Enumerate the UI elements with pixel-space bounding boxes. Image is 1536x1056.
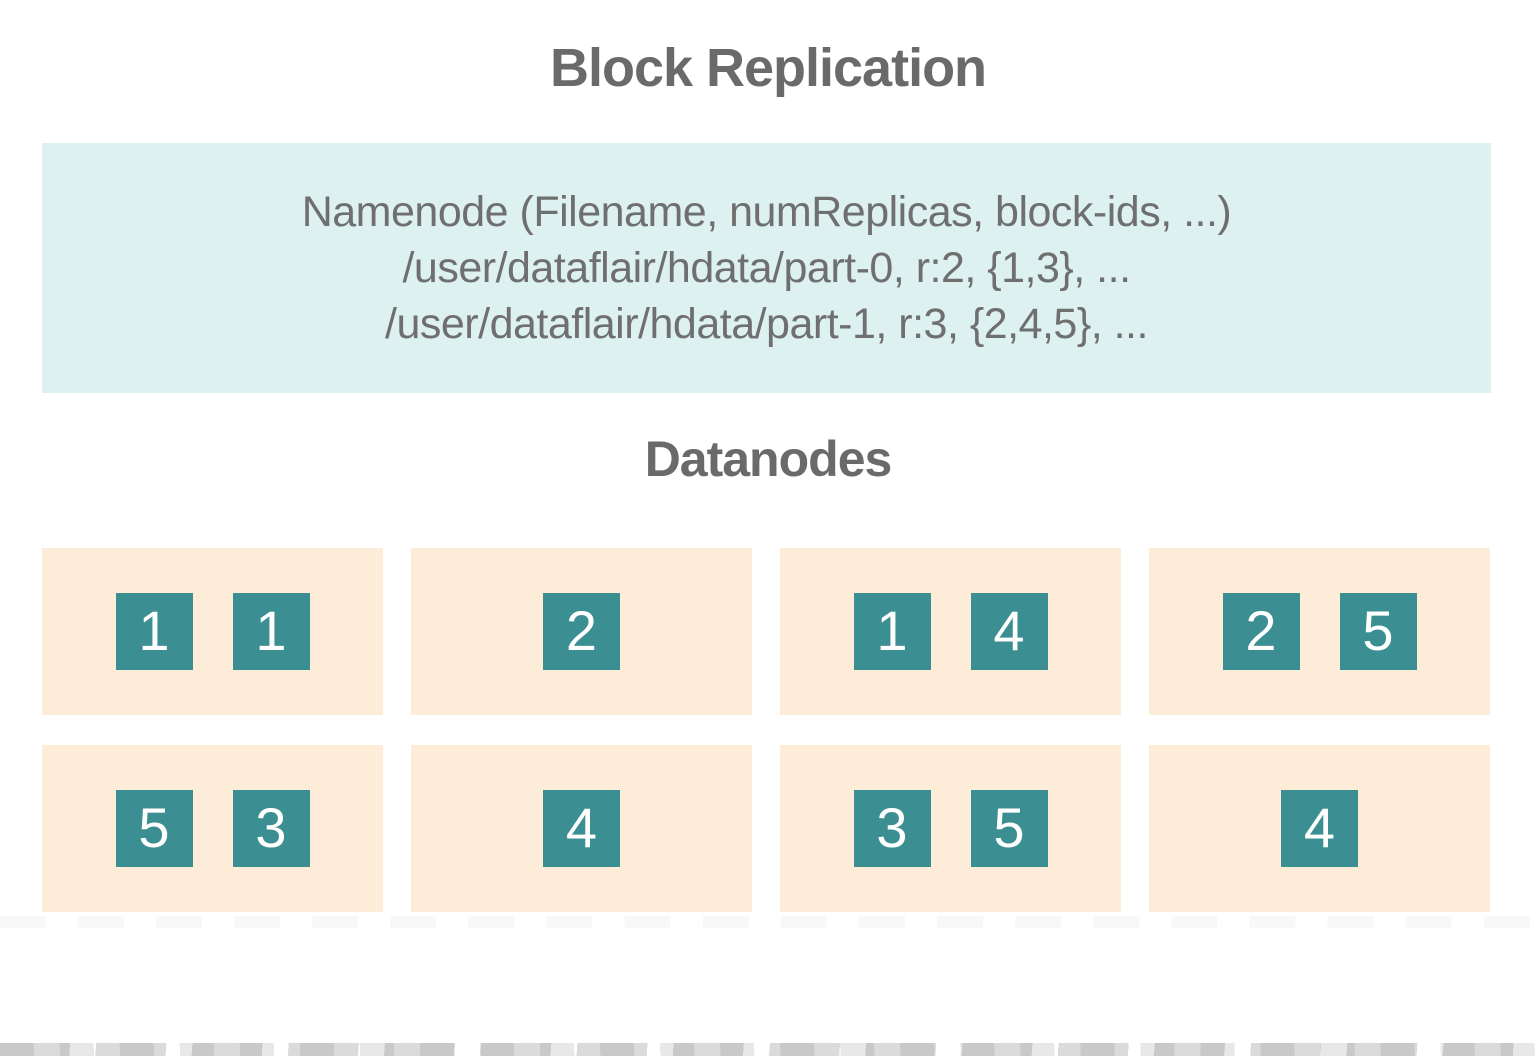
datanode-box-7: 3 5 xyxy=(780,745,1121,912)
block-square: 4 xyxy=(1281,790,1358,867)
datanodes-heading: Datanodes xyxy=(644,431,893,487)
namenode-header-line: Namenode (Filename, numReplicas, block-i… xyxy=(301,188,1232,236)
block-square: 5 xyxy=(115,790,193,867)
block-square: 2 xyxy=(1222,593,1300,670)
namenode-box: Namenode (Filename, numReplicas, block-i… xyxy=(42,143,1491,393)
datanode-box-3: 1 4 xyxy=(780,548,1121,715)
datanode-box-2: 2 xyxy=(411,548,752,715)
block-square: 5 xyxy=(970,790,1048,867)
block-square: 3 xyxy=(853,790,931,867)
datanode-grid: 1 1 2 1 4 2 5 5 3 4 3 5 4 xyxy=(42,548,1490,912)
namenode-file-entry: /user/dataflair/hdata/part-1, r:3, {2,4,… xyxy=(385,300,1148,348)
block-square: 5 xyxy=(1339,593,1417,670)
namenode-file-entry: /user/dataflair/hdata/part-0, r:2, {1,3}… xyxy=(402,244,1131,292)
block-square: 1 xyxy=(853,593,931,670)
datanode-box-4: 2 5 xyxy=(1149,548,1490,715)
datanode-box-5: 5 3 xyxy=(42,745,383,912)
block-square: 2 xyxy=(543,593,620,670)
block-square: 4 xyxy=(543,790,620,867)
torn-edge-texture xyxy=(0,1043,1536,1056)
block-square: 3 xyxy=(232,790,310,867)
diagram-title: Block Replication xyxy=(549,38,987,98)
block-square: 1 xyxy=(115,593,193,670)
datanode-box-1: 1 1 xyxy=(42,548,383,715)
datanode-box-6: 4 xyxy=(411,745,752,912)
block-square: 4 xyxy=(970,593,1048,670)
faint-noise-texture xyxy=(0,916,1536,928)
block-square: 1 xyxy=(232,593,310,670)
datanode-box-8: 4 xyxy=(1149,745,1490,912)
